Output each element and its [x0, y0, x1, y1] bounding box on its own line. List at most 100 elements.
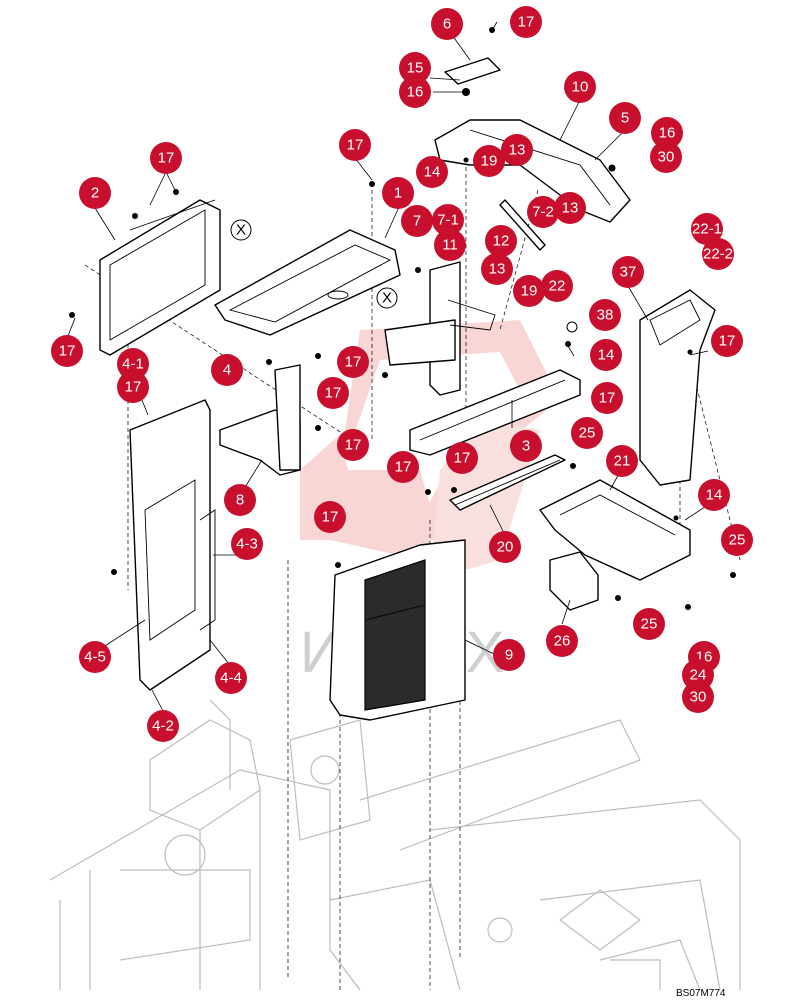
callout-label: 1: [394, 185, 402, 202]
callout-label: 13: [509, 142, 526, 159]
callout-13: 13: [554, 192, 586, 224]
callout-label: 25: [641, 616, 658, 633]
callout-label: 4-1: [122, 356, 144, 373]
callout-17: 17: [339, 129, 371, 161]
callout-label: 13: [562, 200, 579, 217]
part-21-bracket: [539, 479, 691, 581]
callout-label: 17: [345, 354, 362, 371]
callout-label: 4-5: [84, 649, 106, 666]
callout-label: 5: [621, 110, 629, 127]
callout-label: 17: [158, 150, 175, 167]
callout-4-3: 4-3: [231, 528, 263, 560]
callout-label: 30: [690, 689, 707, 706]
callout-label: 4-2: [152, 718, 174, 735]
callout-11: 11: [434, 229, 466, 261]
callout-17: 17: [337, 346, 369, 378]
callout-3: 3: [510, 430, 542, 462]
callout-21: 21: [606, 445, 638, 477]
callout-17: 17: [317, 377, 349, 409]
callout-label: 4-4: [220, 670, 242, 687]
callout-17: 17: [117, 371, 149, 403]
fasteners: [69, 27, 736, 610]
callout-7-2: 7-2: [527, 196, 559, 228]
callout-16: 16: [651, 117, 683, 149]
callout-label: 22: [549, 278, 566, 295]
callout-label: 16: [659, 125, 676, 142]
callout-30: 30: [682, 681, 714, 713]
part-26-block: [549, 551, 599, 611]
callout-label: 14: [424, 164, 441, 181]
callout-label: 6: [443, 16, 451, 33]
callout-22-1: 22-1: [691, 213, 723, 245]
callout-8: 8: [224, 484, 256, 516]
callout-label: 17: [518, 14, 535, 31]
callout-25: 25: [571, 417, 603, 449]
callout-label: 3: [522, 438, 530, 455]
part-9-cover: [329, 539, 466, 721]
callout-4-2: 4-2: [147, 710, 179, 742]
part-7-bracket: [384, 261, 496, 396]
callout-26: 26: [546, 625, 578, 657]
drawing-code: BS07M774: [676, 988, 726, 999]
callout-14: 14: [590, 339, 622, 371]
part-10-frame: [434, 57, 631, 251]
callout-label: 10: [572, 79, 589, 96]
callout-17: 17: [446, 442, 478, 474]
callout-label: 12: [493, 233, 510, 250]
callout-17: 17: [51, 335, 83, 367]
part-4-panel: [129, 399, 216, 691]
callout-label: 17: [347, 137, 364, 154]
callout-17: 17: [387, 451, 419, 483]
part-22-cover: [639, 289, 716, 486]
part-3-beam: [409, 369, 581, 456]
callout-20: 20: [489, 531, 521, 563]
callout-14: 14: [698, 479, 730, 511]
callout-label: 17: [59, 343, 76, 360]
callout-label: 13: [489, 261, 506, 278]
callout-label: 25: [729, 532, 746, 549]
callout-2: 2: [79, 177, 111, 209]
callout-label: 19: [521, 283, 538, 300]
callout-12: 12: [485, 225, 517, 257]
callout-label: 37: [620, 264, 637, 281]
callout-15: 15: [399, 52, 431, 84]
part-2-panel: [99, 199, 221, 356]
callout-19: 19: [513, 275, 545, 307]
part-20-plate: [449, 454, 566, 511]
callout-25: 25: [721, 524, 753, 556]
callout-17: 17: [150, 142, 182, 174]
callout-5: 5: [609, 102, 641, 134]
callout-19: 19: [473, 145, 505, 177]
callout-label: 30: [658, 149, 675, 166]
callout-17: 17: [711, 325, 743, 357]
callout-label: 17: [454, 450, 471, 467]
callout-label: 16: [407, 84, 424, 101]
callout-13: 13: [501, 134, 533, 166]
callout-label: 17: [345, 437, 362, 454]
callout-7: 7: [401, 205, 433, 237]
x-marker-2: X: [376, 287, 398, 309]
callout-label: 17: [125, 379, 142, 396]
callout-label: 8: [236, 492, 244, 509]
callout-4-4: 4-4: [215, 662, 247, 694]
callout-label: 9: [505, 647, 513, 664]
callout-label: 17: [719, 333, 736, 350]
callout-label: 14: [598, 347, 615, 364]
callout-label: 21: [614, 453, 631, 470]
callout-9: 9: [493, 639, 525, 671]
callout-13: 13: [481, 253, 513, 285]
part-8-bracket: [219, 364, 301, 476]
callout-1: 1: [382, 177, 414, 209]
callout-label: 38: [597, 307, 614, 324]
callout-label: 4-3: [236, 536, 258, 553]
callout-37: 37: [612, 256, 644, 288]
callout-4-1: 4-1: [117, 348, 149, 380]
callout-25: 25: [633, 608, 665, 640]
callout-7-1: 7-1: [432, 204, 464, 236]
svg-text:X: X: [236, 222, 246, 239]
callout-6: 6: [431, 8, 463, 40]
callout-label: 4: [223, 362, 231, 379]
svg-text:X: X: [382, 290, 392, 307]
